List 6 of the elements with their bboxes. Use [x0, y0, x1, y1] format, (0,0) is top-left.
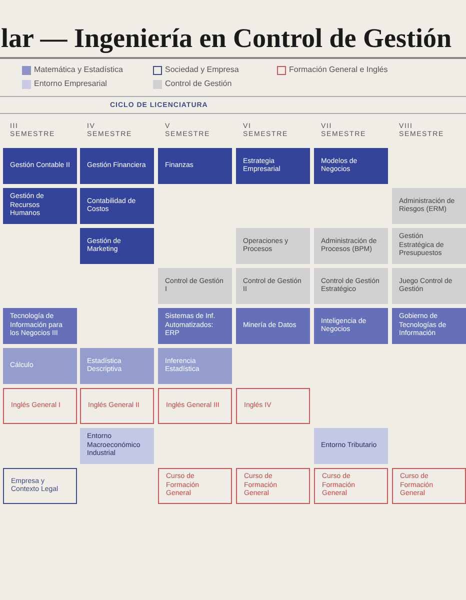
- legend-label: Sociedad y Empresa: [165, 64, 239, 76]
- title: lar — Ingeniería en Control de Gestión: [1, 22, 452, 54]
- legend-label: Formación General e Inglés: [289, 64, 388, 76]
- legend-label: Matemática y Estadística: [34, 64, 123, 76]
- legend-label: Entorno Empresarial: [34, 78, 107, 90]
- legend-label: Control de Gestión: [165, 78, 232, 90]
